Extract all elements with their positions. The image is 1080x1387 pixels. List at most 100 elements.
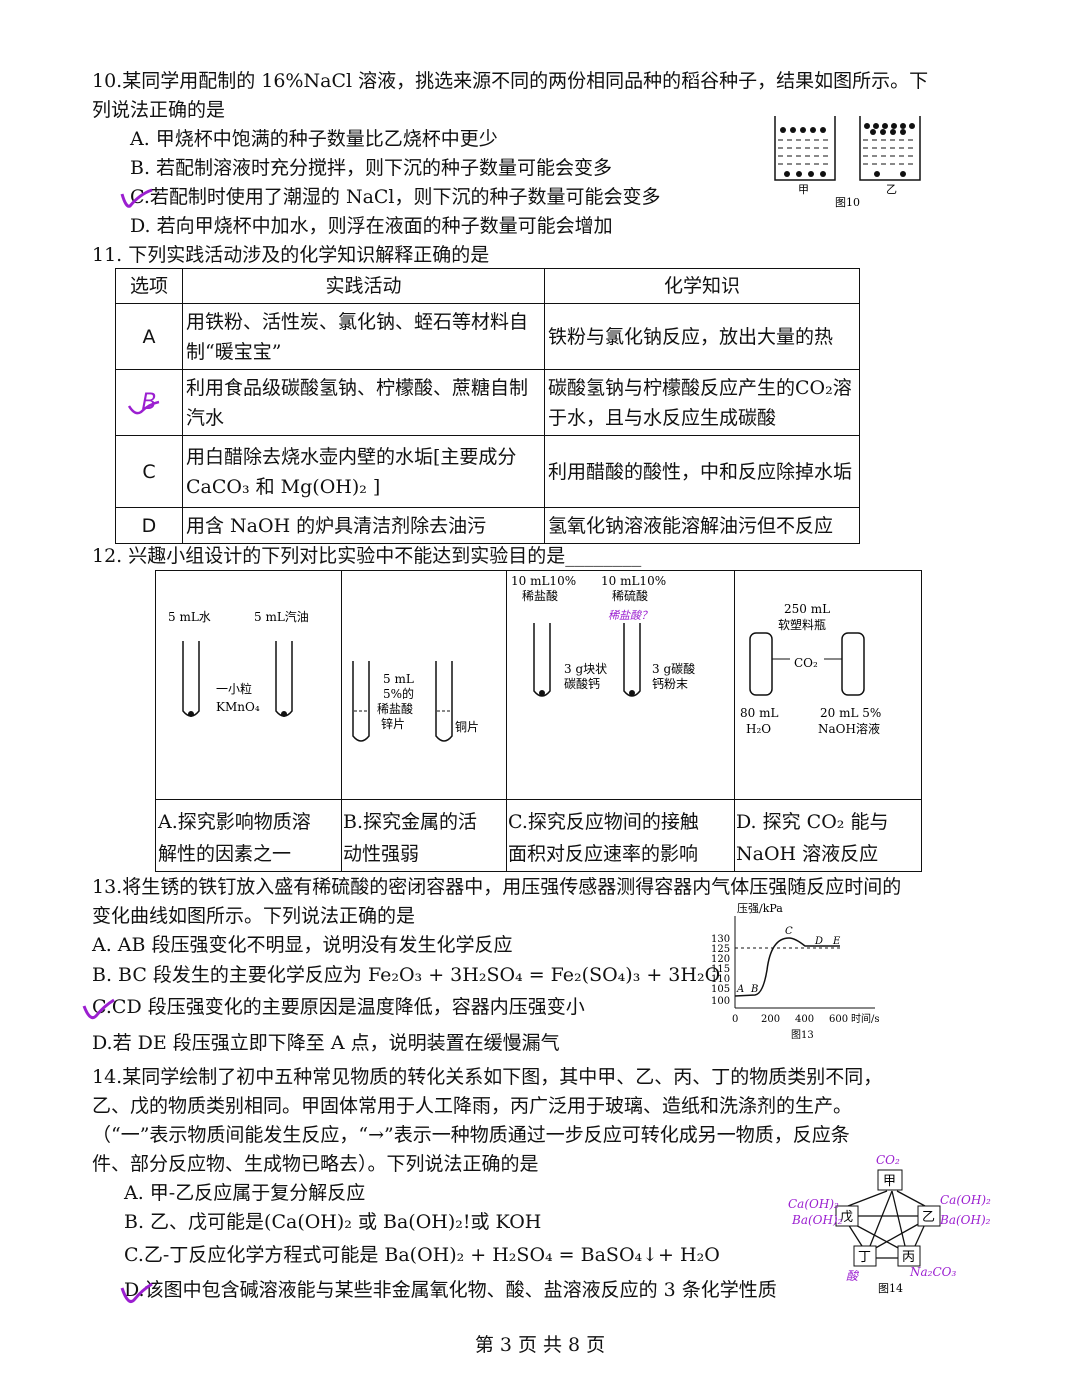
svg-text:5 mL水: 5 mL水 [168, 610, 211, 624]
header-activity: 实践活动 [182, 268, 545, 304]
q13-stem-line1: 13.将生锈的铁钉放入盛有稀硫酸的密闭容器中，用压强传感器测得容器内气体压强随反… [92, 876, 902, 898]
caption-b: B.探究金属的活动性强弱 [341, 799, 506, 870]
q14-stem-line2: 乙、戊的物质类别相同。甲固体常用于人工降雨，丙广泛用于玻璃、造纸和洗涤剂的生产。 [92, 1095, 853, 1117]
q10-option-d: D. 若向甲烧杯中加水，则浮在液面的种子数量可能会增加 [130, 215, 613, 237]
experiment-d: 250 mL 软塑料瓶 CO₂ 80 mL H₂O 20 mL 5% NaOH溶… [734, 571, 921, 871]
q12-experiment-panel: 5 mL水 5 mL汽油 一小粒 KMnO₄ A.探究影响物质溶解性的因素之一 … [155, 570, 922, 872]
q14-option-d: D.该图中包含碱溶液能与某些非金属氧化物、酸、盐溶液反应的 3 条化学性质 [124, 1279, 777, 1301]
q14-option-a: A. 甲-乙反应属于复分解反应 [124, 1182, 366, 1204]
svg-text:CO₂: CO₂ [794, 656, 818, 670]
row-a-option: A [115, 303, 183, 370]
svg-text:10 mL10%: 10 mL10% [601, 574, 666, 588]
header-option: 选项 [115, 268, 183, 304]
svg-text:C: C [785, 926, 793, 937]
node-jia: 甲 [883, 1174, 896, 1189]
svg-text:115: 115 [711, 964, 730, 975]
svg-text:10 mL10%: 10 mL10% [511, 574, 576, 588]
svg-text:105: 105 [711, 984, 730, 995]
svg-text:Ba(OH)₂: Ba(OH)₂ [939, 1213, 991, 1227]
q13-option-d: D.若 DE 段压强立即下降至 A 点，说明装置在缓慢漏气 [92, 1032, 560, 1054]
q14-option-c: C.乙-丁反应化学方程式可能是 Ba(OH)₂ + H₂SO₄ = BaSO₄↓… [124, 1244, 720, 1266]
q12-stem: 12. 兴趣小组设计的下列对比实验中不能达到实验目的是________ [92, 545, 642, 567]
caption-a: A.探究影响物质溶解性的因素之一 [156, 799, 341, 870]
q13-stem-line2: 变化曲线如图所示。下列说法正确的是 [92, 905, 416, 927]
row-c-knowledge: 利用醋酸的酸性，中和反应除掉水垢 [544, 435, 860, 508]
q14-stem-line3: （“一”表示物质间能发生反应，“→”表示一种物质通过一步反应可转化成另一物质，反… [92, 1124, 850, 1146]
q11-stem: 11. 下列实践活动涉及的化学知识解释正确的是 [92, 244, 490, 266]
svg-text:钙粉末: 钙粉末 [652, 677, 688, 691]
svg-text:5 mL: 5 mL [383, 672, 414, 686]
svg-text:20 mL 5%: 20 mL 5% [820, 706, 881, 720]
svg-text:KMnO₄: KMnO₄ [216, 700, 260, 714]
svg-text:CO₂: CO₂ [876, 1153, 900, 1167]
q14-stem-line1: 14.某同学绘制了初中五种常见物质的转化关系如下图，其中甲、乙、丙、丁的物质类别… [92, 1066, 883, 1088]
node-yi: 乙 [922, 1210, 935, 1225]
check-mark-icon [82, 998, 115, 1020]
beaker-label-yi: 乙 [886, 183, 897, 196]
q10-stem-line1: 10.某同学用配制的 16%NaCl 溶液，挑选来源不同的两份相同品种的稻谷种子… [92, 70, 929, 92]
svg-text:H₂O: H₂O [746, 722, 771, 736]
q13-option-a: A. AB 段压强变化不明显，说明没有发生化学反应 [92, 934, 513, 956]
svg-text:B: B [750, 984, 758, 995]
svg-text:一小粒: 一小粒 [216, 681, 252, 696]
row-a-knowledge: 铁粉与氯化钠反应，放出大量的热 [544, 303, 860, 370]
svg-text:锌片: 锌片 [381, 717, 405, 731]
figure-14-relationship-diagram: 甲 乙 丙 丁 戊 CO₂ Ca(OH)₂ Ba(OH)₂ Ca(OH)₂ Ba… [788, 1153, 991, 1295]
figure-13-pressure-chart: 压强/kPa 130 125 120 115 110 105 100 0 200… [711, 902, 880, 1041]
beaker-label-jia: 甲 [798, 183, 809, 196]
svg-text:图14: 图14 [878, 1282, 903, 1295]
svg-text:软塑料瓶: 软塑料瓶 [778, 617, 826, 632]
svg-text:稀盐酸: 稀盐酸 [522, 588, 558, 603]
q10-option-b: B. 若配制溶液时充分搅拌，则下沉的种子数量可能会变多 [130, 157, 613, 179]
svg-text:Ba(OH)₂: Ba(OH)₂ [791, 1213, 843, 1227]
svg-text:110: 110 [711, 974, 730, 985]
node-ding: 丁 [858, 1250, 871, 1265]
svg-text:125: 125 [711, 944, 730, 955]
q13-option-c: C.CD 段压强变化的主要原因是温度降低，容器内压强变小 [92, 996, 585, 1018]
check-mark-icon [120, 1282, 153, 1303]
svg-text:250 mL: 250 mL [784, 602, 830, 616]
svg-text:D: D [814, 936, 823, 947]
svg-text:酸: 酸 [846, 1269, 860, 1283]
svg-text:NaOH溶液: NaOH溶液 [818, 721, 880, 736]
svg-text:稀硫酸: 稀硫酸 [612, 588, 648, 603]
svg-text:碳酸钙: 碳酸钙 [564, 676, 600, 691]
q10-option-c: C.若配制时使用了潮湿的 NaCl，则下沉的种子数量可能会变多 [130, 186, 661, 208]
row-d-option: D [115, 507, 183, 544]
svg-text:铜片: 铜片 [455, 719, 479, 734]
svg-text:3 g碳酸: 3 g碳酸 [652, 661, 695, 676]
svg-text:压强/kPa: 压强/kPa [737, 902, 783, 915]
q10-option-a: A. 甲烧杯中饱满的种子数量比乙烧杯中更少 [130, 128, 498, 150]
experiment-b: 5 mL 5%的 稀盐酸 锌片 铜片 B.探究金属的活动性强弱 [341, 571, 507, 871]
row-a-activity: 用铁粉、活性炭、氯化钠、蛭石等材料自制“暖宝宝” [182, 303, 545, 370]
svg-text:Ca(OH)₂: Ca(OH)₂ [788, 1197, 839, 1211]
row-b-activity: 利用食品级碳酸氢钠、柠檬酸、蔗糖自制汽水 [182, 369, 545, 436]
row-c-activity: 用白醋除去烧水壶内壁的水垢[主要成分 CaCO₃ 和 Mg(OH)₂ ] [182, 435, 545, 508]
svg-text:100: 100 [711, 996, 730, 1007]
page-footer: 第 3 页 共 8 页 [474, 1334, 606, 1356]
node-wu: 戊 [840, 1210, 853, 1225]
svg-text:130: 130 [711, 934, 730, 945]
svg-text:3 g块状: 3 g块状 [564, 662, 607, 676]
svg-text:200: 200 [761, 1014, 780, 1025]
experiment-a: 5 mL水 5 mL汽油 一小粒 KMnO₄ A.探究影响物质溶解性的因素之一 [156, 571, 342, 871]
row-d-activity: 用含 NaOH 的炉具清洁剂除去油污 [182, 507, 545, 544]
svg-text:图13: 图13 [791, 1029, 814, 1041]
header-knowledge: 化学知识 [544, 268, 860, 304]
svg-text:0: 0 [732, 1014, 738, 1025]
svg-text:600: 600 [829, 1014, 848, 1025]
q14-stem-line4: 件、部分反应物、生成物已略去）。下列说法正确的是 [92, 1153, 539, 1175]
svg-text:A: A [736, 984, 744, 995]
node-bing: 丙 [902, 1250, 915, 1265]
q10-stem-line2: 列说法正确的是 [92, 99, 226, 121]
svg-text:稀盐酸: 稀盐酸 [377, 701, 413, 716]
svg-text:5 mL汽油: 5 mL汽油 [254, 609, 309, 624]
svg-text:Ca(OH)₂: Ca(OH)₂ [940, 1193, 991, 1207]
q14-option-b: B. 乙、戊可能是(Ca(OH)₂ 或 Ba(OH)₂!或 KOH [124, 1211, 542, 1233]
svg-text:Na₂CO₃: Na₂CO₃ [909, 1265, 956, 1279]
check-mark-icon [127, 400, 160, 415]
check-mark-icon [120, 188, 153, 208]
experiment-c: 10 mL10% 稀盐酸 10 mL10% 稀硫酸 稀盐酸？ 3 g块状 碳酸钙… [506, 571, 735, 871]
q13-option-b: B. BC 段发生的主要化学反应为 Fe₂O₃ + 3H₂SO₄ = Fe₂(S… [92, 964, 721, 986]
